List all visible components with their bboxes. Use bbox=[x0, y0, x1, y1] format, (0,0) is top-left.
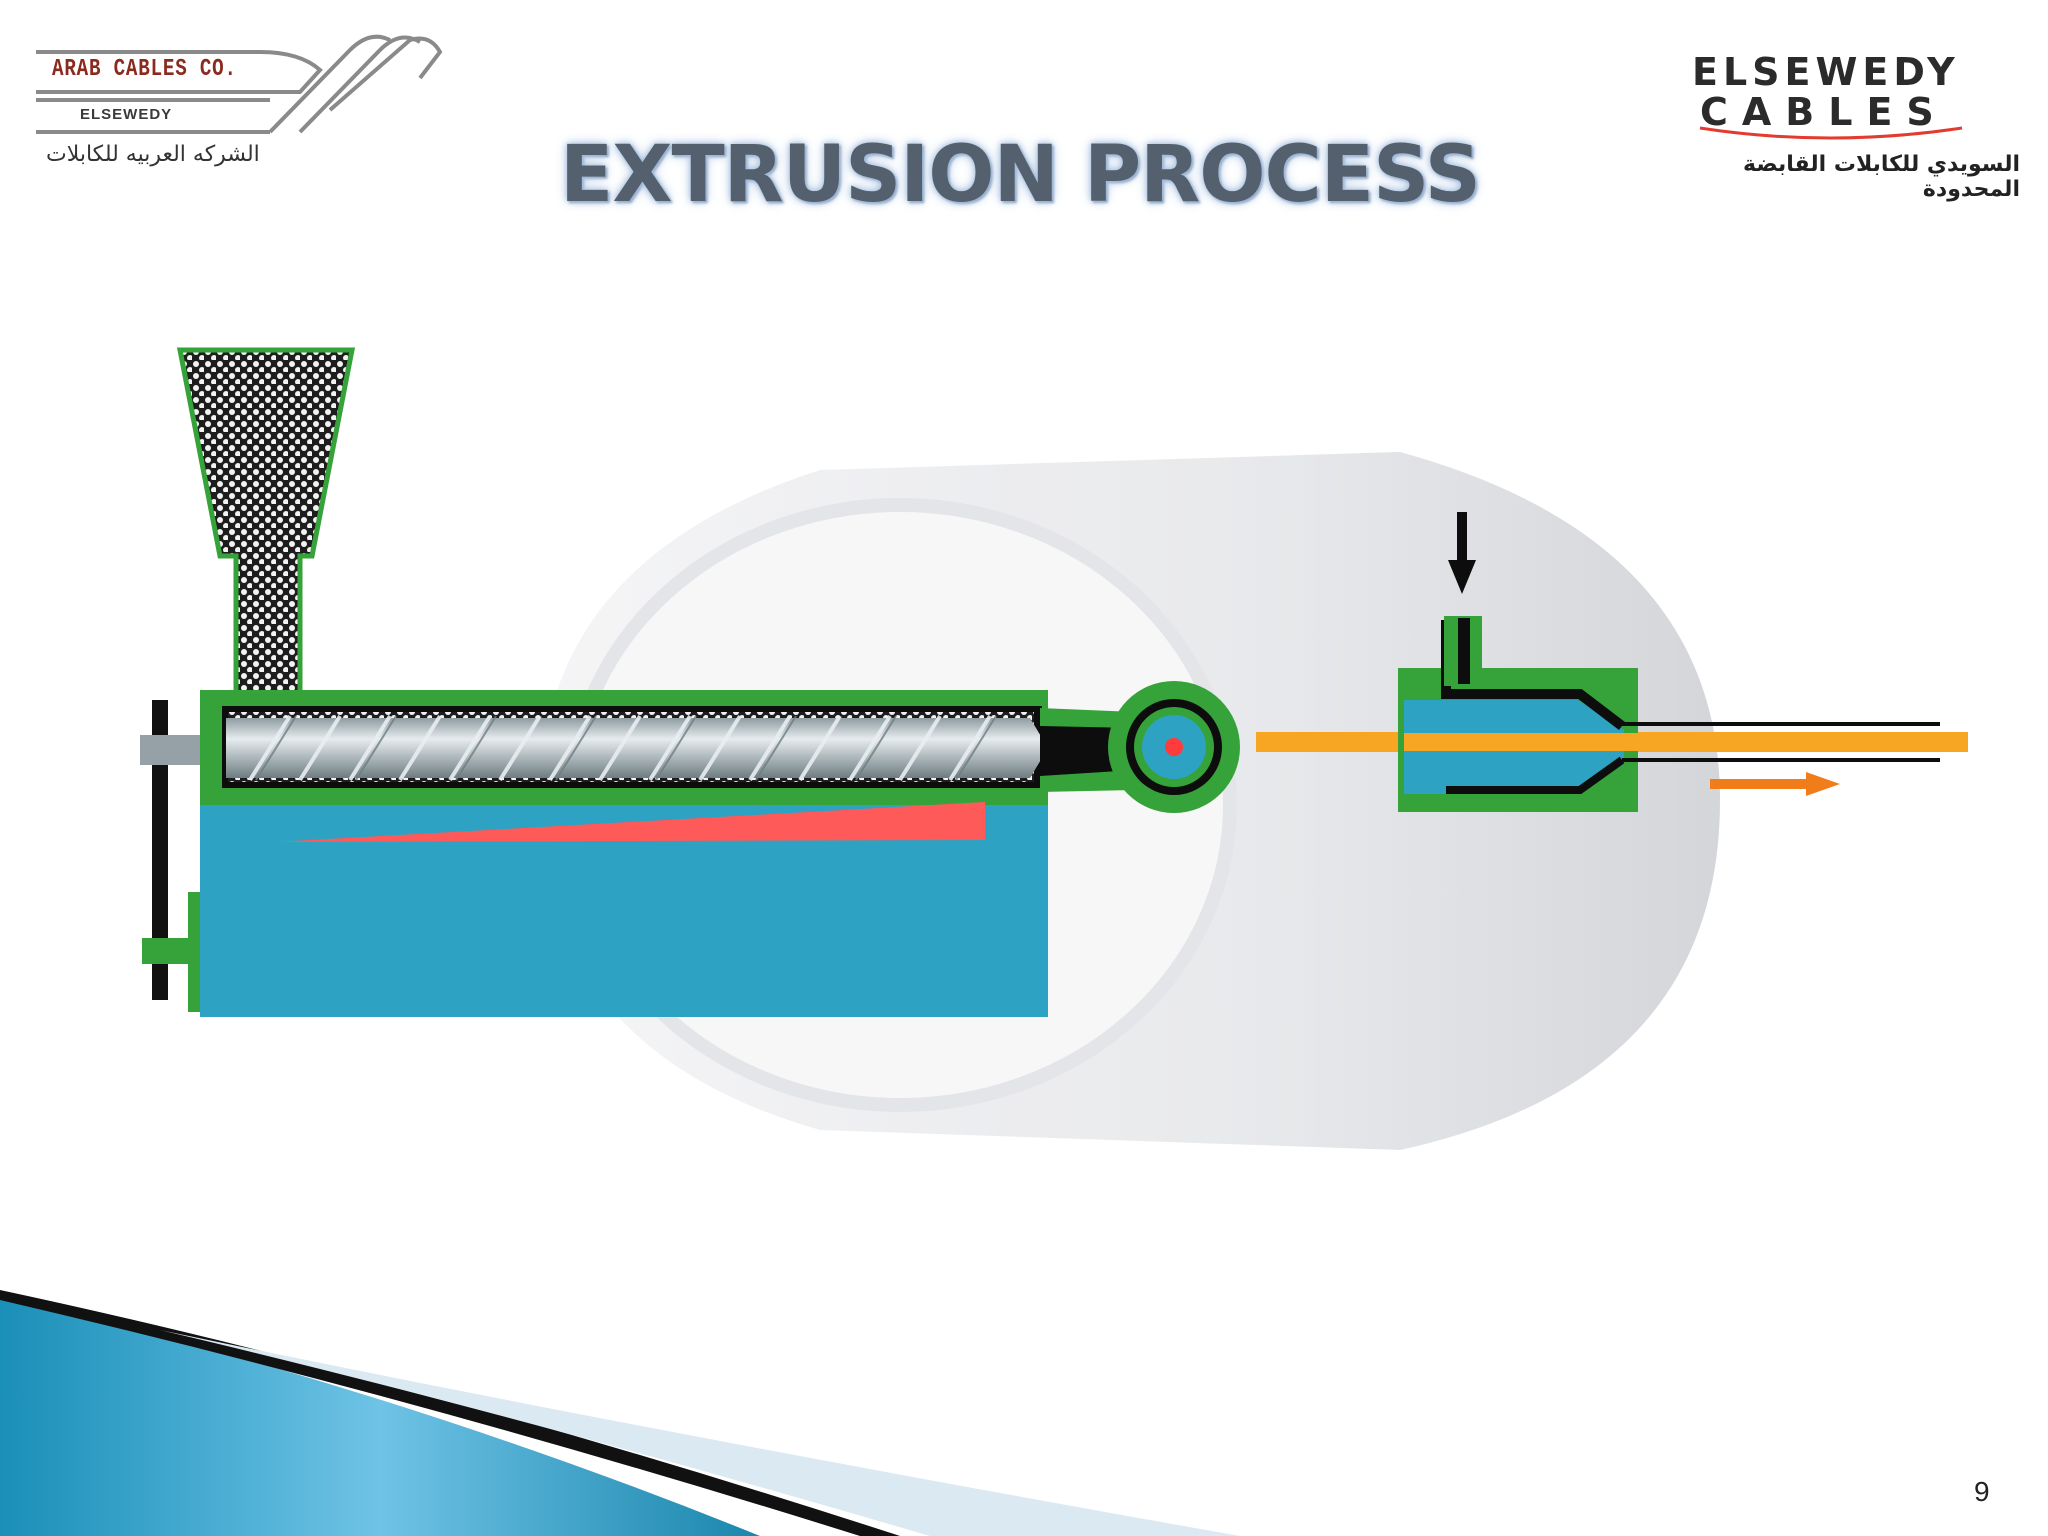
elsewedy-cables-logo: ELSEWEDY CABLES السويدي للكابلات القابضة… bbox=[1650, 46, 2020, 202]
die-head bbox=[1398, 616, 1940, 812]
adapter-neck bbox=[1040, 708, 1135, 792]
arab-cables-logo-arabic: الشركه العربيه للكابلات bbox=[46, 142, 260, 167]
elsewedy-logo-swoosh bbox=[1699, 126, 1963, 140]
hopper bbox=[176, 347, 356, 703]
arrow-right-icon bbox=[1710, 772, 1840, 796]
screw bbox=[226, 714, 1048, 782]
elsewedy-logo-line2: CABLES bbox=[1700, 90, 1948, 134]
heater-zone bbox=[275, 802, 985, 842]
elsewedy-logo-line1: ELSEWEDY bbox=[1692, 50, 1960, 94]
corner-swoosh bbox=[0, 1290, 1240, 1536]
page-number: 9 bbox=[1974, 1476, 1990, 1507]
arab-cables-logo: ARAB CABLES CO. ELSEWEDY الشركه العربيه … bbox=[30, 40, 450, 180]
arab-cables-logo-name: ARAB CABLES CO. bbox=[52, 56, 237, 83]
arab-cables-logo-graphic bbox=[36, 34, 443, 134]
slide-title: EXTRUSION PROCESS bbox=[560, 130, 1481, 220]
crosshead bbox=[1108, 681, 1240, 813]
drive-belt bbox=[152, 700, 168, 1000]
arrow-down-icon bbox=[1448, 512, 1476, 594]
arab-cables-logo-subtitle: ELSEWEDY bbox=[80, 106, 173, 123]
elsewedy-logo-arabic: السويدي للكابلات القابضة المحدودة bbox=[1743, 152, 2020, 202]
